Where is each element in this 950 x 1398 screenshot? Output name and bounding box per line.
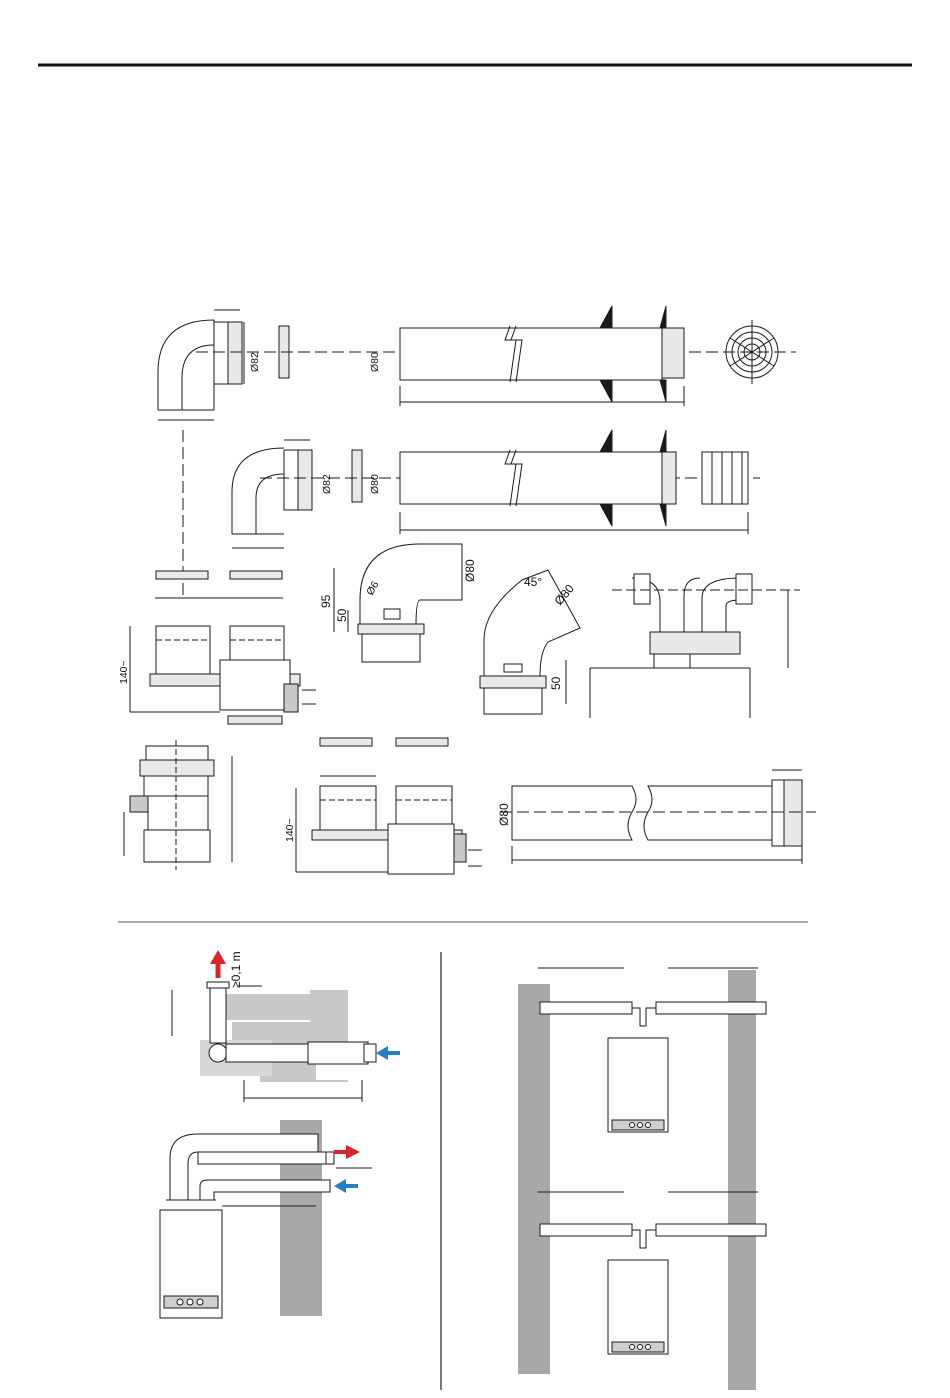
split-adapter: [130, 598, 316, 724]
elbow-90-middle: [232, 440, 312, 548]
pipe-middle: [400, 430, 748, 534]
dim-d82-a: Ø82: [249, 352, 261, 372]
arrow-intake-icon: [376, 1046, 400, 1060]
concentric-adapter-side: [124, 740, 232, 870]
dim-140-a: 140~: [118, 660, 130, 684]
component-drawings: [124, 306, 816, 874]
dim-d80-elbow: Ø80: [463, 559, 477, 582]
installation-twin-wall: [160, 1120, 372, 1318]
gasket-3: [156, 571, 208, 579]
pipe-top: [400, 306, 684, 406]
pipe-long-80: [500, 770, 816, 864]
dim-50-b: 50: [549, 676, 563, 690]
split-adapter-lower: [296, 776, 482, 874]
gasket-2: [352, 450, 362, 502]
dim-50-a: 50: [335, 608, 349, 622]
dim-d80-b: Ø80: [369, 474, 381, 494]
elbow-90-adapter: [334, 544, 462, 662]
elbow-90-top: [158, 310, 244, 420]
arrow-exhaust-icon: [334, 1145, 360, 1159]
installation-roof-exhaust: [168, 982, 376, 1102]
dim-140-b: 140~: [284, 818, 296, 842]
gasket-5: [320, 738, 372, 746]
boiler-twin-elbows: [590, 574, 800, 718]
dim-d80-long: Ø80: [497, 803, 511, 826]
dim-d80-a: Ø80: [369, 352, 381, 372]
arrow-exhaust-icon: [210, 950, 226, 978]
installation-multi-boiler: [518, 968, 766, 1390]
arrow-intake-icon: [334, 1179, 358, 1193]
gasket-6: [396, 738, 448, 746]
dim-d82-b: Ø82: [321, 474, 333, 494]
dim-95: 95: [319, 594, 333, 608]
gasket-4: [230, 571, 282, 579]
clearance-label: ≥0,1 m: [229, 951, 243, 988]
dim-45deg: 45°: [524, 575, 542, 589]
